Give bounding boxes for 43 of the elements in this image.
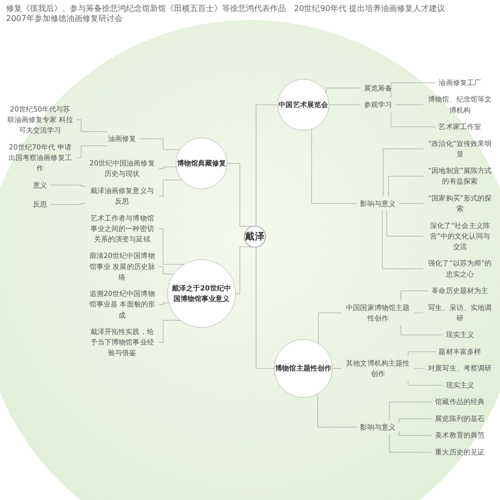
connector bbox=[326, 88, 360, 94]
connector bbox=[158, 166, 176, 169]
connector bbox=[256, 104, 278, 226]
connector bbox=[158, 266, 174, 274]
note-text: 修复《徯我后》、参与筹备徐悲鸿纪念馆新馆《田横五百士》等徐悲鸿代表作品 bbox=[6, 4, 286, 14]
connector bbox=[50, 184, 86, 186]
connector bbox=[400, 325, 442, 336]
connector bbox=[398, 203, 424, 204]
connector bbox=[408, 352, 436, 356]
connector bbox=[408, 380, 442, 386]
connector bbox=[318, 394, 357, 428]
connector bbox=[389, 434, 432, 452]
connector bbox=[382, 148, 424, 197]
connector bbox=[140, 138, 180, 150]
note-text: 2007年参加修德油画修复研讨会 bbox=[6, 14, 122, 25]
connector bbox=[158, 302, 170, 305]
connector bbox=[158, 320, 181, 343]
connector bbox=[414, 312, 424, 314]
connector bbox=[382, 210, 424, 270]
node-circle: 戴泽 bbox=[244, 226, 266, 248]
connector bbox=[235, 246, 252, 294]
connector bbox=[328, 104, 360, 106]
connector bbox=[388, 176, 424, 197]
connector bbox=[389, 402, 432, 420]
connector bbox=[400, 290, 428, 301]
connector bbox=[395, 104, 424, 106]
connector bbox=[398, 431, 432, 436]
connector bbox=[390, 112, 436, 128]
connector bbox=[158, 228, 184, 265]
connector bbox=[158, 180, 182, 196]
connector bbox=[50, 203, 86, 205]
connector bbox=[311, 128, 357, 204]
connector bbox=[386, 210, 424, 236]
connector bbox=[390, 82, 436, 98]
connector bbox=[76, 146, 108, 158]
connector bbox=[76, 120, 108, 132]
connector bbox=[226, 163, 253, 226]
connector bbox=[414, 368, 425, 369]
note-text: 20世纪90年代 提出培养油画修复人才建议 bbox=[294, 4, 445, 14]
connector bbox=[256, 246, 274, 369]
connector bbox=[318, 312, 342, 344]
connector bbox=[398, 418, 432, 424]
connector bbox=[332, 368, 342, 369]
